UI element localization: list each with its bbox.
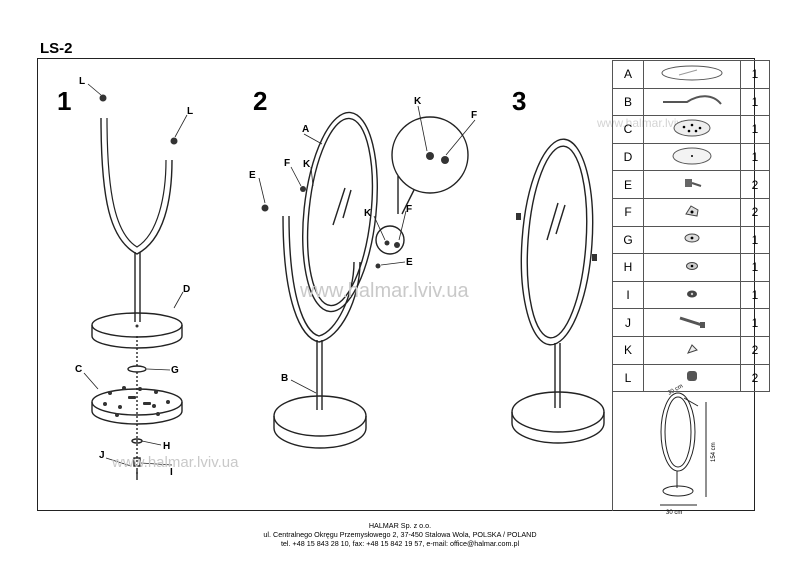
callout-F-detail: F [471,110,477,121]
end-cap-icon [643,363,741,393]
callout-B: B [281,373,288,384]
part-letter: F [612,197,644,227]
part-letter: H [612,253,644,282]
footer-contact: tel. +48 15 843 28 10, fax: +48 15 842 1… [280,539,520,548]
dim-width: 30 cm [666,510,682,516]
callout-F: F [284,158,290,169]
watermark-center: www.halmar.lviv.ua [300,280,469,302]
callout-K: K [303,159,311,170]
callout-A: A [302,124,309,135]
spacer-icon [643,335,741,365]
screw-icon [643,170,741,199]
step1-frame [91,117,183,480]
model-title: LS-2 [40,40,73,57]
dim-height: 154 cm [711,442,717,462]
part-letter: I [612,280,644,310]
part-quantity: 1 [740,142,770,172]
small-washer-icon [643,253,741,282]
part-quantity: 1 [740,308,770,337]
part-quantity: 1 [740,87,770,117]
callout-L-2: L [187,106,193,117]
callout-K-2: K [364,208,372,219]
part-letter: K [612,335,644,365]
part-letter: B [612,87,644,117]
part-quantity: 1 [740,60,770,89]
part-letter: A [612,60,644,89]
nut-icon [643,280,741,310]
washer-icon [643,225,741,255]
part-letter: C [612,115,644,144]
part-letter: D [612,142,644,172]
part-letter: G [612,225,644,255]
callout-E-2: E [406,257,413,268]
part-quantity: 2 [740,197,770,227]
footer-address: ul. Centralnego Okręgu Przemysłowego 2, … [263,530,537,539]
part-quantity: 2 [740,170,770,199]
u-frame-icon [643,87,741,117]
callout-E: E [249,170,256,181]
callout-L-1: L [79,76,85,87]
part-letter: E [612,170,644,199]
callout-H: H [163,441,170,452]
base-cover-disc-icon [643,142,741,172]
part-quantity: 2 [740,363,770,393]
part-letter: L [612,363,644,393]
bolt-icon [643,308,741,337]
part-quantity: 2 [740,335,770,365]
step-number-3: 3 [512,86,527,116]
part-quantity: 1 [740,115,770,144]
part-quantity: 1 [740,225,770,255]
callout-F-2: F [406,204,412,215]
part-quantity: 1 [740,253,770,282]
bracket-icon [643,197,741,227]
step-number-2: 2 [253,86,268,116]
watermark-bottom-left: www.halmar.lviv.ua [112,454,239,471]
mirror-glass-icon [643,60,741,89]
step3-mirror [511,138,605,444]
perforated-base-plate-icon [643,115,741,144]
callout-I: I [170,467,173,478]
callout-G: G [171,365,179,376]
callout-J: J [99,450,105,461]
dimension-drawing [660,392,707,506]
dimension-box [612,381,757,511]
part-letter: J [612,308,644,337]
footer-company: HALMAR Sp. z o.o. [368,521,432,530]
part-quantity: 1 [740,280,770,310]
callout-D: D [183,284,190,295]
callout-C: C [75,364,82,375]
step-number-1: 1 [57,86,72,116]
step2-frame [273,111,469,449]
callout-K-detail: K [414,96,422,107]
